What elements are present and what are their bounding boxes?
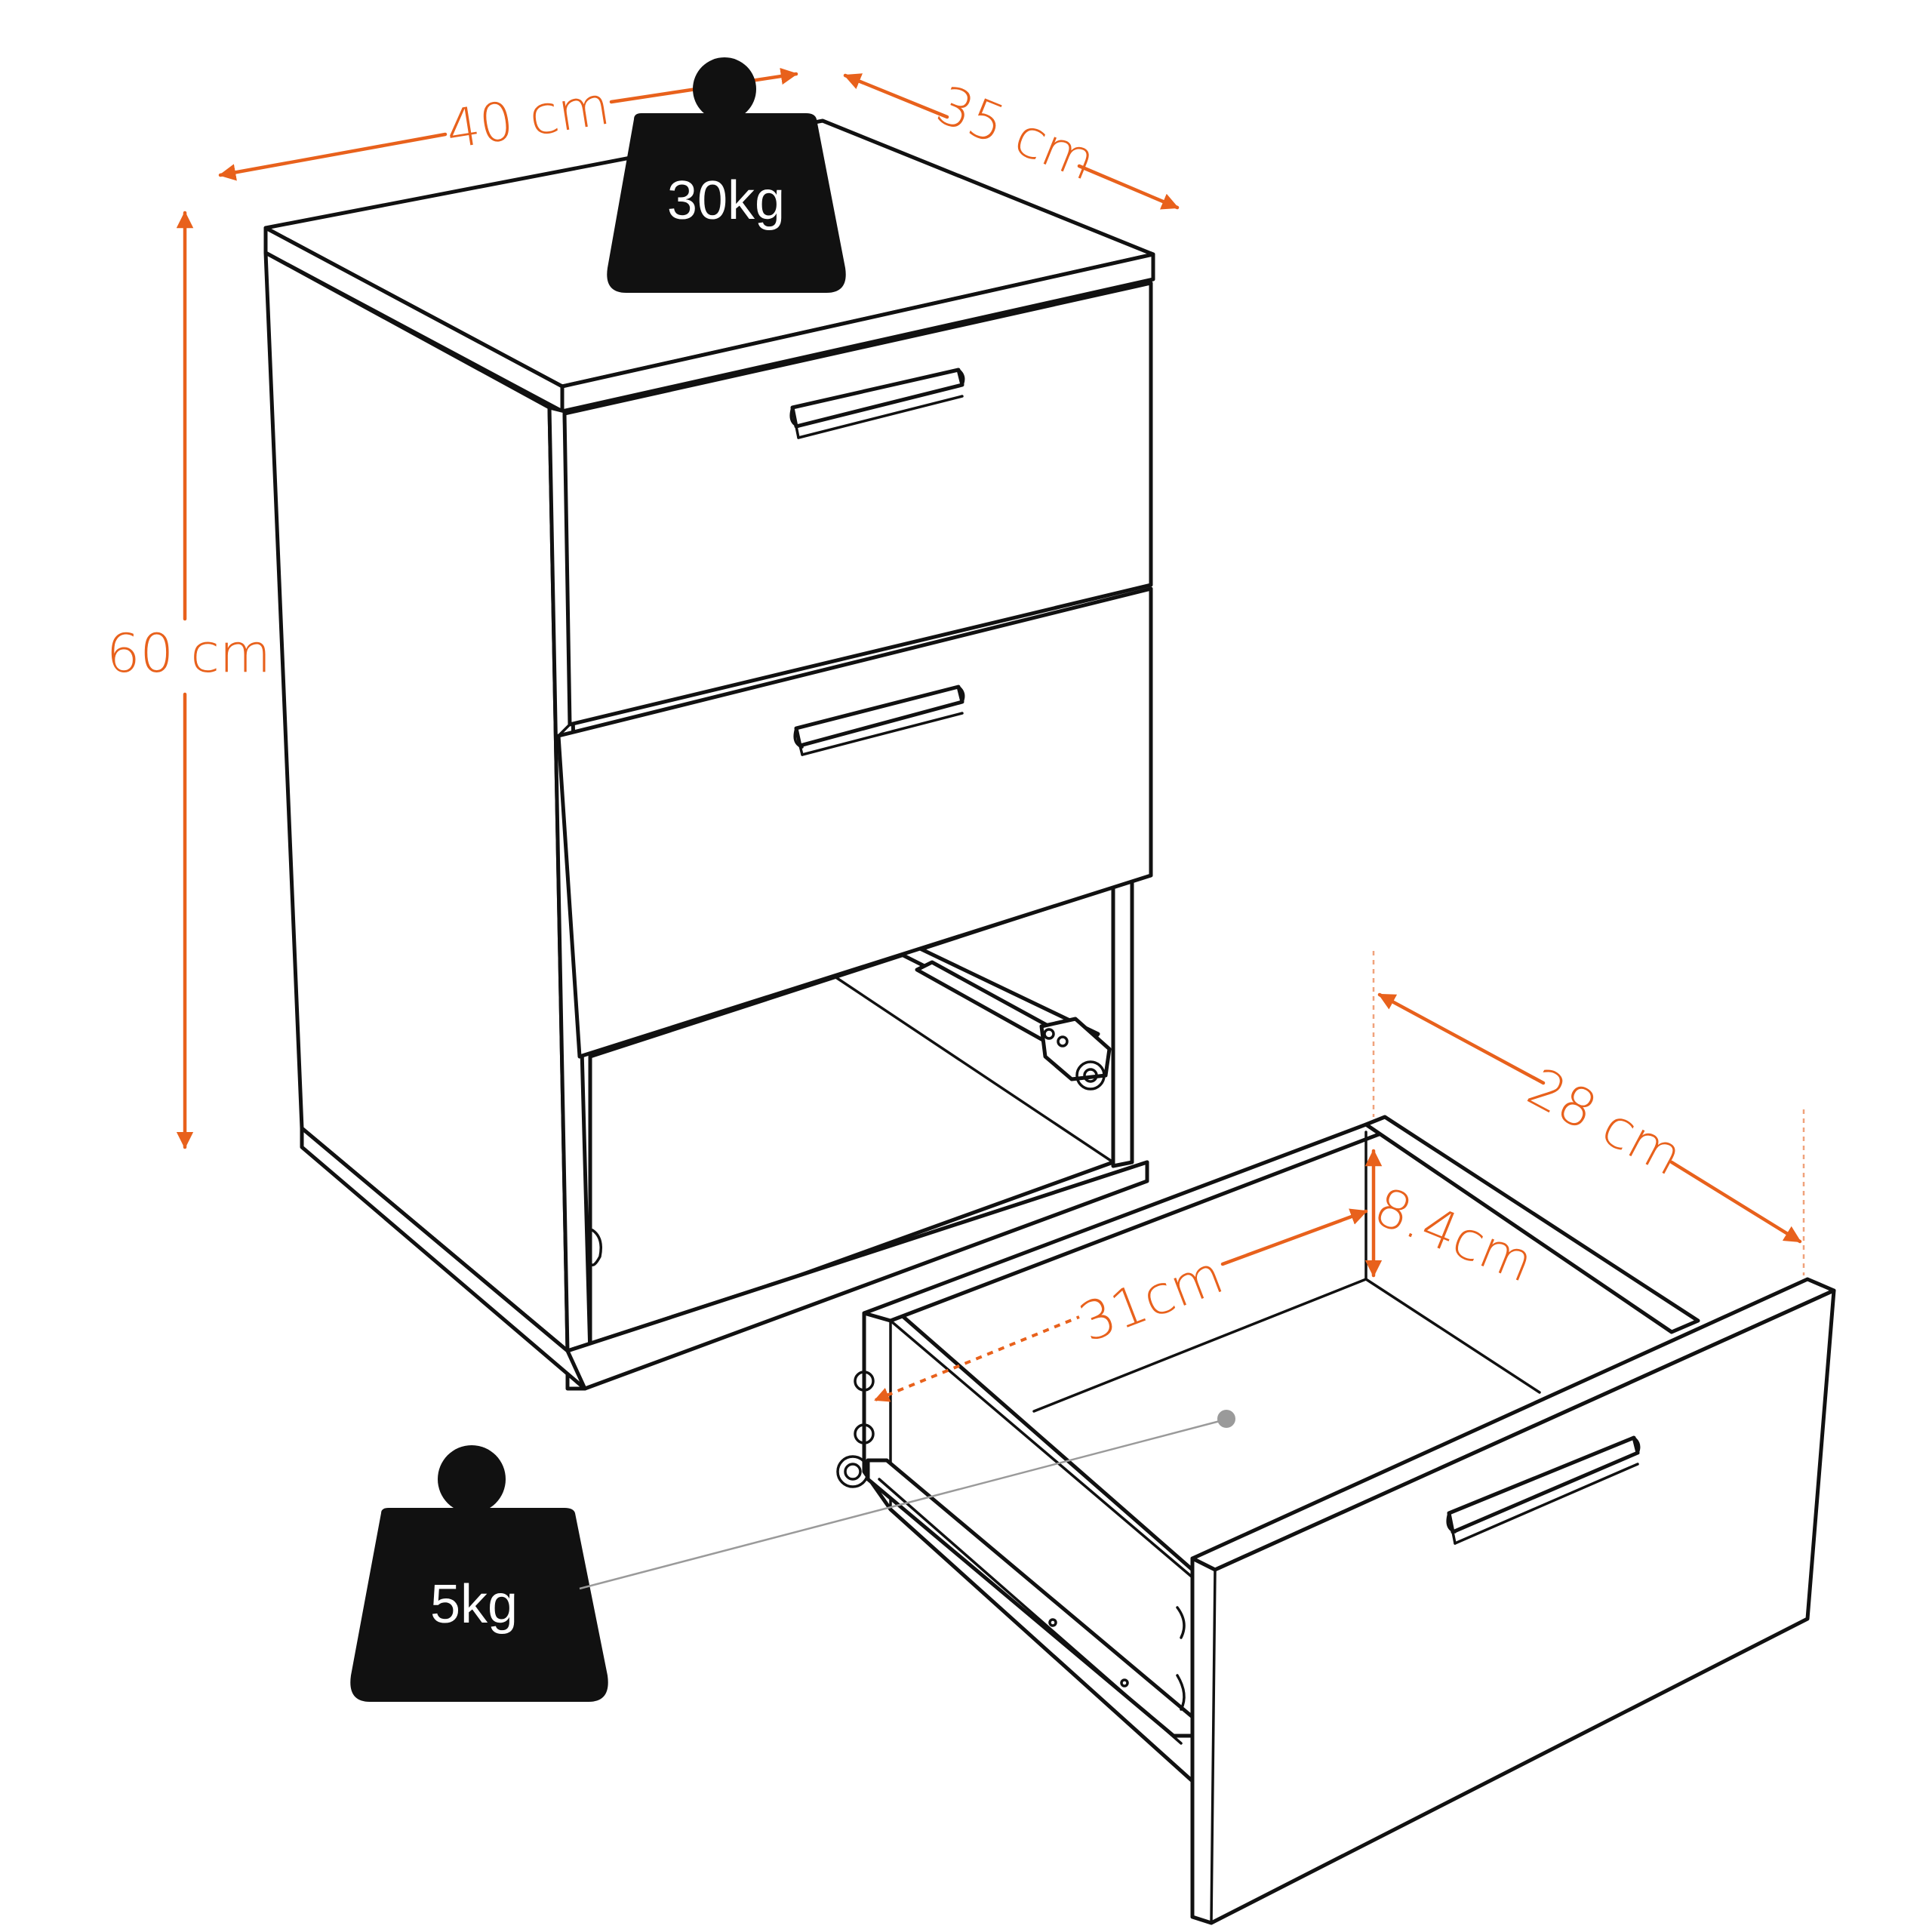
drawer-1-front — [562, 281, 1153, 727]
weight-drawer-5kg: 5kg — [350, 1445, 608, 1702]
cabinet-left-side — [263, 251, 570, 1353]
open-drawer-handle — [1446, 1435, 1641, 1545]
cabinet-top-front-edge — [560, 252, 1155, 414]
label-drawer-load: 5kg — [430, 1574, 518, 1635]
label-width: 40 cm — [441, 75, 614, 162]
weight-top-30kg: 30kg — [607, 57, 846, 293]
drawer-1-handle — [789, 368, 965, 439]
weight-icon — [350, 1508, 608, 1702]
dimension-height-60: 60 cm — [106, 211, 271, 1149]
load-leader-line — [579, 1419, 1223, 1590]
cabinet-base-side — [300, 1126, 587, 1391]
label-drawer-width: 31cm — [1071, 1244, 1231, 1355]
label-top-load: 30kg — [667, 171, 785, 231]
open-drawer — [836, 1115, 1836, 1925]
cabinet-right-post — [1111, 877, 1134, 1168]
drawer-load-point — [1217, 1410, 1235, 1428]
label-drawer-height: 8.4cm — [1366, 1175, 1542, 1294]
cabinet-base-front — [565, 1160, 1149, 1391]
open-drawer-right-side — [1364, 1115, 1700, 1334]
label-drawer-depth: 28 cm — [1518, 1056, 1692, 1188]
open-drawer-front — [1190, 1288, 1836, 1925]
cabinet — [263, 118, 1155, 1391]
weight-icon — [607, 113, 846, 293]
drawer-2-handle — [793, 685, 965, 756]
open-drawer-slide — [836, 1371, 1195, 1745]
label-height: 60 cm — [106, 623, 271, 685]
drawer-2-front — [556, 586, 1153, 1059]
